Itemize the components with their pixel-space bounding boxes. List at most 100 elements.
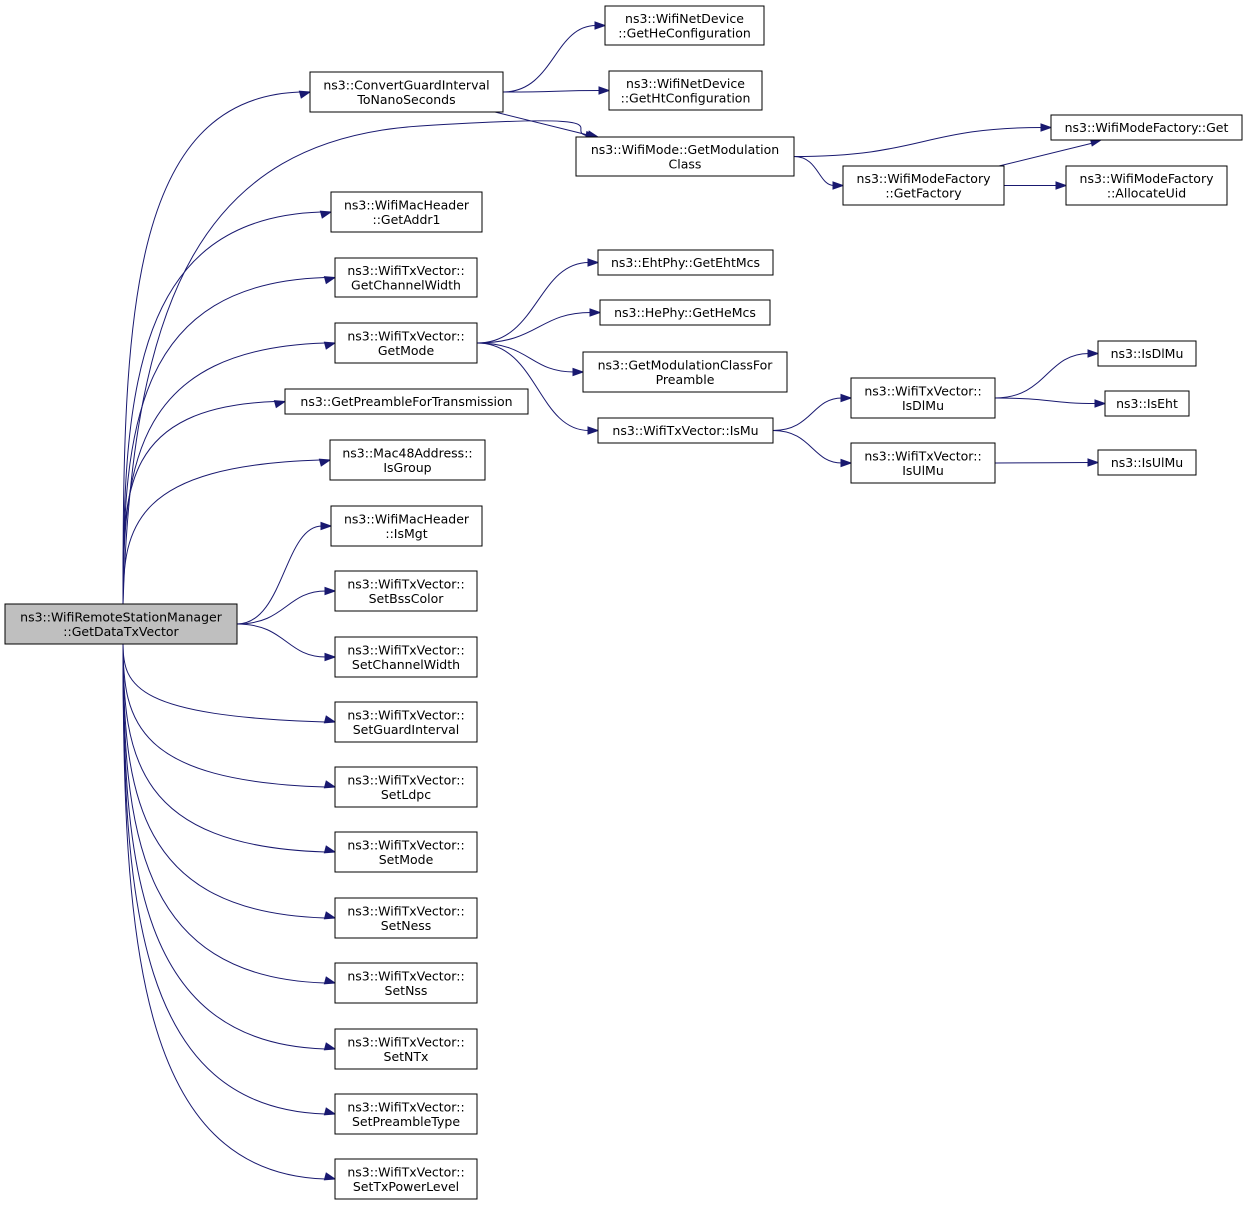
- edge-line: [793, 156, 835, 186]
- node-label-line: GetChannelWidth: [351, 277, 461, 292]
- node-label-line: IsDlMu: [902, 398, 944, 413]
- node-isulmu2[interactable]: ns3::IsUlMu: [1097, 449, 1197, 476]
- edge-arrowhead: [323, 780, 337, 789]
- edge-convgi-to-gethe: [502, 21, 607, 93]
- node-box: [334, 701, 478, 743]
- node-getchw[interactable]: ns3::WifiTxVector::GetChannelWidth: [334, 257, 478, 298]
- edge-arrowhead: [587, 426, 600, 435]
- node-setnss[interactable]: ns3::WifiTxVector::SetNss: [334, 962, 478, 1004]
- node-iseht[interactable]: ns3::IsEht: [1104, 390, 1190, 417]
- edge-line: [122, 643, 326, 1180]
- node-getpreamble[interactable]: ns3::GetPreambleForTransmission: [284, 388, 529, 415]
- node-isdlmu2[interactable]: ns3::IsDlMu: [1097, 340, 1197, 367]
- edge-line: [236, 623, 327, 658]
- edge-arrowhead: [840, 458, 853, 468]
- node-setldpc[interactable]: ns3::WifiTxVector::SetLdpc: [334, 766, 478, 808]
- edge-arrowhead: [1055, 181, 1068, 190]
- node-ismgt[interactable]: ns3::WifiMacHeader::IsMgt: [330, 505, 483, 547]
- node-box: [599, 299, 771, 326]
- edge-arrowhead: [319, 210, 333, 219]
- node-label-line: ns3::IsDlMu: [1111, 346, 1184, 361]
- node-box: [329, 439, 486, 481]
- edge-line: [476, 262, 590, 344]
- node-label-line: ns3::WifiTxVector::: [347, 903, 464, 918]
- node-box: [597, 249, 774, 276]
- edge-line: [772, 397, 843, 431]
- edge-line: [494, 111, 593, 137]
- edge-root-to-getchw: [122, 276, 337, 605]
- node-label-line: ns3::WifiMacHeader: [344, 197, 470, 212]
- node-getehtmcs[interactable]: ns3::EhtPhy::GetEhtMcs: [597, 249, 774, 276]
- node-mfget[interactable]: ns3::WifiModeFactory::Get: [1050, 114, 1243, 141]
- node-label-line: SetNss: [385, 983, 428, 998]
- node-box: [334, 636, 478, 678]
- node-setbss[interactable]: ns3::WifiTxVector::SetBssColor: [334, 570, 478, 612]
- edge-line: [994, 353, 1090, 399]
- node-setpre[interactable]: ns3::WifiTxVector::SetPreambleType: [334, 1093, 478, 1135]
- edge-line: [122, 401, 276, 605]
- edge-line: [122, 91, 301, 605]
- node-label-line: ns3::WifiModeFactory::Get: [1065, 120, 1229, 135]
- edge-convgi-to-getmodclass: [494, 111, 600, 139]
- edge-getmode-to-getmodpre: [476, 342, 585, 377]
- node-label-line: ns3::WifiTxVector::: [347, 707, 464, 722]
- node-label-line: ::GetAddr1: [373, 212, 441, 227]
- node-label-line: ns3::WifiTxVector::: [347, 328, 464, 343]
- node-setness[interactable]: ns3::WifiTxVector::SetNess: [334, 897, 478, 939]
- node-mfalloc[interactable]: ns3::WifiModeFactory::AllocateUid: [1065, 165, 1228, 206]
- node-label-line: ToNanoSeconds: [356, 92, 455, 107]
- edge-line: [122, 643, 326, 984]
- node-setchw[interactable]: ns3::WifiTxVector::SetChannelWidth: [334, 636, 478, 678]
- edge-isdlmu-to-iseht: [994, 397, 1107, 408]
- edge-root-to-setness: [122, 643, 337, 920]
- node-getaddr1[interactable]: ns3::WifiMacHeader::GetAddr1: [330, 191, 483, 233]
- node-setmode[interactable]: ns3::WifiTxVector::SetMode: [334, 831, 478, 873]
- node-label-line: ns3::EhtPhy::GetEhtMcs: [611, 255, 760, 270]
- edge-root-to-getpreamble: [122, 400, 287, 605]
- edge-arrowhead: [323, 341, 337, 350]
- edge-arrowhead: [594, 21, 607, 30]
- node-isulmu[interactable]: ns3::WifiTxVector::IsUlMu: [850, 442, 996, 484]
- node-box: [850, 442, 996, 484]
- node-ismu[interactable]: ns3::WifiTxVector::IsMu: [597, 417, 774, 444]
- node-label-line: ns3::Mac48Address::: [342, 445, 472, 460]
- node-box: [334, 897, 478, 939]
- edge-arrowhead: [1040, 123, 1053, 132]
- node-setntx[interactable]: ns3::WifiTxVector::SetNTx: [334, 1028, 478, 1070]
- node-mfgetfactory[interactable]: ns3::WifiModeFactory::GetFactory: [842, 165, 1005, 206]
- node-getmodclass[interactable]: ns3::WifiMode::GetModulationClass: [575, 136, 795, 177]
- edge-arrowhead: [324, 652, 337, 662]
- node-root: ns3::WifiRemoteStationManager::GetDataTx…: [4, 603, 238, 645]
- node-gethemcs[interactable]: ns3::HePhy::GetHeMcs: [599, 299, 771, 326]
- node-getht[interactable]: ns3::WifiNetDevice::GetHtConfiguration: [608, 70, 763, 111]
- edge-arrowhead: [323, 845, 337, 854]
- edge-line: [994, 462, 1090, 464]
- edge-ismu-to-isdlmu: [772, 393, 853, 431]
- node-box: [334, 1093, 478, 1135]
- node-getmode[interactable]: ns3::WifiTxVector::GetMode: [334, 322, 478, 364]
- edge-arrowhead: [320, 521, 333, 531]
- node-isdlmu[interactable]: ns3::WifiTxVector::IsDlMu: [850, 377, 996, 419]
- node-box: [334, 766, 478, 808]
- node-box: [334, 257, 478, 298]
- edge-line: [122, 211, 322, 605]
- node-label-line: SetNess: [381, 918, 432, 933]
- node-label-line: SetNTx: [384, 1049, 429, 1064]
- edge-arrowhead: [323, 976, 337, 985]
- node-settxp[interactable]: ns3::WifiTxVector::SetTxPowerLevel: [334, 1158, 478, 1200]
- edge-root-to-settxp: [122, 643, 337, 1181]
- edge-arrowhead: [323, 276, 337, 285]
- edge-arrowhead: [324, 586, 337, 596]
- node-label-line: ns3::WifiTxVector::: [347, 772, 464, 787]
- node-box: [284, 388, 529, 415]
- edge-arrowhead: [298, 90, 312, 99]
- node-isgroup[interactable]: ns3::Mac48Address::IsGroup: [329, 439, 486, 481]
- node-box: [309, 71, 504, 113]
- node-setgi[interactable]: ns3::WifiTxVector::SetGuardInterval: [334, 701, 478, 743]
- node-label-line: SetLdpc: [381, 787, 431, 802]
- edge-root-to-getaddr1: [122, 210, 333, 605]
- node-gethe[interactable]: ns3::WifiNetDevice::GetHeConfiguration: [604, 5, 765, 46]
- node-label-line: SetPreambleType: [352, 1114, 460, 1129]
